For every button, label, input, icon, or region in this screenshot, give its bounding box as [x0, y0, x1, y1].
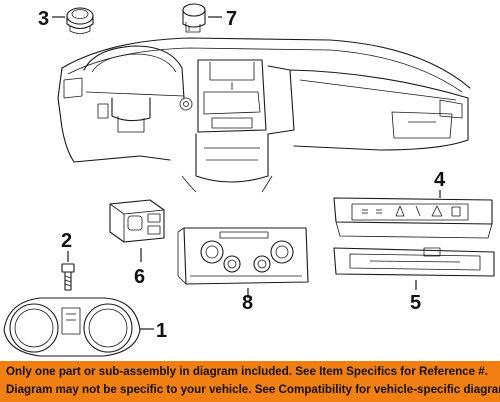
callout-4: 4 [434, 169, 446, 191]
part-1-instrument-cluster [3, 297, 141, 357]
part-7-button [182, 3, 206, 33]
callout-1: 1 [156, 320, 167, 342]
notice-banner: Only one part or sub-assembly in diagram… [0, 361, 500, 402]
callout-8: 8 [242, 292, 253, 314]
parts-diagram: 3 7 [3, 3, 495, 357]
callout-3: 3 [38, 8, 49, 30]
part-5-bezel [333, 247, 495, 277]
part-2-bolt [61, 263, 75, 291]
notice-line-2: Diagram may not be specific to your vehi… [6, 383, 500, 396]
callout-6: 6 [134, 266, 145, 288]
part-4-switch-bank [333, 197, 493, 239]
part-6-switch-module [109, 199, 165, 243]
callout-5: 5 [410, 292, 421, 314]
instrument-panel [57, 37, 471, 193]
part-8-climate-control [177, 227, 309, 285]
callout-2: 2 [61, 230, 72, 252]
callout-7: 7 [226, 8, 237, 30]
notice-line-1: Only one part or sub-assembly in diagram… [6, 365, 488, 378]
part-3-switch [66, 7, 94, 34]
